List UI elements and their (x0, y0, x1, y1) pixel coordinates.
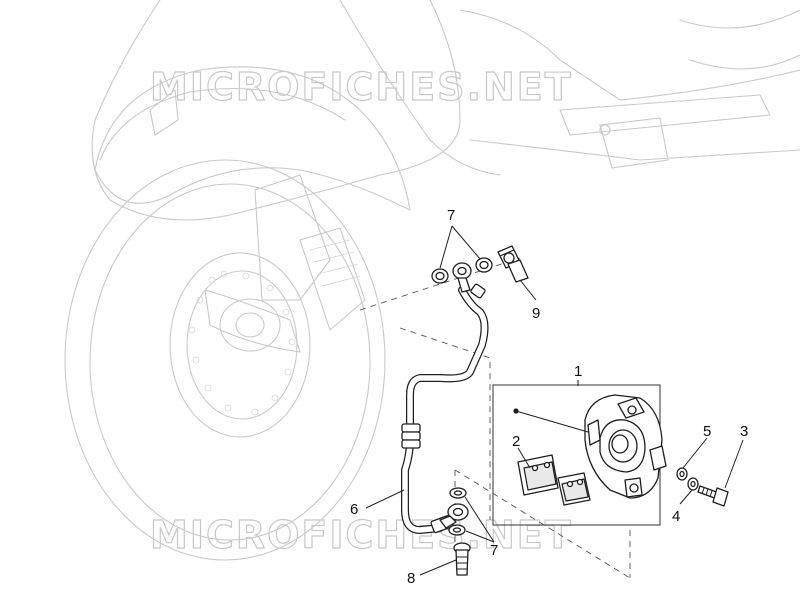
leader-2 (517, 447, 531, 469)
floor-edge-bottom (469, 139, 800, 161)
leg-shield (91, 0, 461, 221)
leader-lines (365, 225, 744, 576)
callout-1: 1 (574, 363, 582, 380)
scooter-ghost (64, 0, 800, 561)
banjo-bolt-lower (453, 542, 471, 576)
callout-9: 9 (532, 305, 540, 322)
leader-7a-right (451, 225, 481, 260)
washer-5 (676, 467, 688, 481)
guide-line-top (359, 257, 521, 311)
leader-8 (419, 559, 457, 576)
wheel-hub (219, 298, 281, 352)
leader-4 (679, 489, 693, 505)
guide-line-box (399, 327, 491, 520)
callout-8: 8 (407, 570, 415, 587)
front-mudguard (94, 66, 411, 211)
hose-upper-fitting (470, 283, 486, 299)
leader-7b-bottom (465, 530, 495, 543)
leader-1-dot (515, 410, 589, 433)
brake-caliper (584, 394, 667, 499)
fork-leg (254, 174, 331, 301)
leader-5 (682, 437, 708, 469)
leader-7a-left (439, 225, 453, 269)
rear-body-edge-2 (689, 54, 800, 70)
callout-7-top: 7 (447, 207, 455, 224)
watermark-top: MICROFICHES.NET (150, 65, 573, 109)
swing-arm (204, 289, 301, 353)
brake-disc-inner (186, 270, 298, 420)
callout-labels: 1 2 3 4 5 6 7 7 8 9 (350, 207, 748, 587)
callout-6: 6 (350, 501, 358, 518)
washer-lower-top (449, 487, 467, 499)
guide-line-bottom (454, 469, 631, 579)
washer-4 (687, 477, 699, 491)
body-edge (339, 0, 501, 176)
banjo-bolt (497, 245, 529, 283)
shock-absorber (299, 227, 366, 331)
washer-upper-left (431, 268, 449, 284)
watermark-bottom: MICROFICHES.NET (150, 513, 573, 557)
front-tire-outline (64, 159, 386, 561)
brake-hose (401, 283, 489, 534)
callout-3: 3 (740, 423, 748, 440)
caliper-bolt (697, 485, 729, 507)
mudguard-crease (99, 87, 346, 161)
leader-7b-top (464, 496, 495, 543)
floor-rail (559, 94, 771, 136)
brake-pad-rear (557, 472, 591, 506)
leader-6 (365, 489, 405, 509)
floor-bolt (599, 124, 611, 136)
hose-collar-3 (401, 439, 421, 449)
brake-disc (169, 252, 311, 438)
shock-spring (309, 239, 361, 287)
hose-collar-1 (401, 423, 421, 433)
watermark-group: MICROFICHES.NET MICROFICHES.NET (149, 64, 573, 557)
wheel-axle (235, 312, 265, 338)
washer-upper-right (475, 257, 493, 273)
callout-5: 5 (703, 423, 711, 440)
hose-collar-2 (401, 431, 421, 441)
callout-4: 4 (672, 508, 680, 525)
leader-3 (724, 439, 744, 489)
brake-pad-front (517, 454, 559, 496)
banjo-lower (439, 503, 469, 529)
callout-2: 2 (512, 433, 520, 450)
washer-lower-bottom (448, 524, 466, 536)
leader-9 (519, 279, 537, 301)
disc-holes (188, 270, 296, 416)
floor-edge-top (459, 9, 800, 101)
banjo-upper (452, 262, 472, 293)
rear-body-edge (679, 9, 800, 29)
callout-7-bottom: 7 (490, 542, 498, 559)
floor-bracket (599, 117, 669, 169)
mudguard-badge (149, 89, 179, 136)
front-tire-inner (89, 183, 371, 541)
